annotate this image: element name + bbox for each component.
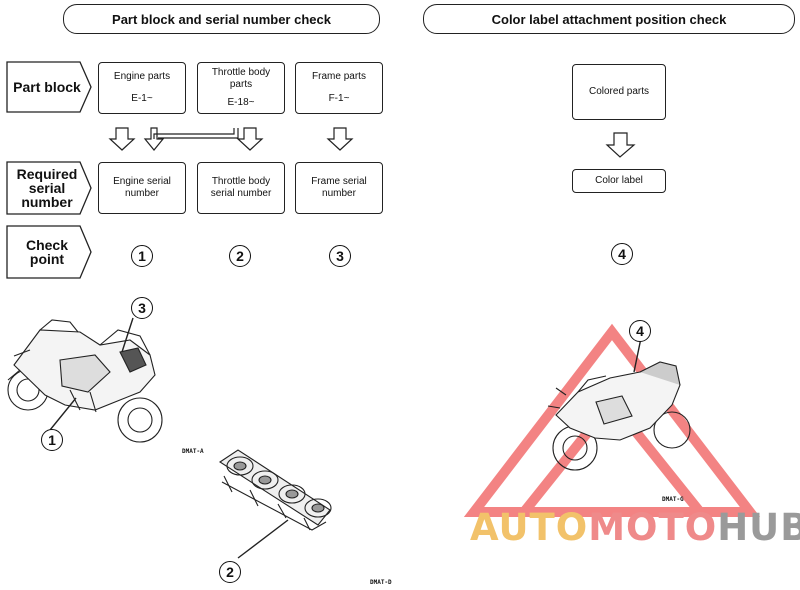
figure-code: DMAT-A	[182, 448, 204, 455]
callout-3: 3	[131, 297, 153, 319]
motorcycle-illustration-right	[547, 337, 691, 471]
bent-connector	[153, 128, 235, 139]
row-label-required-serial: Required serial number	[16, 166, 78, 210]
down-arrow-icon	[326, 127, 354, 151]
part-block-label-shape	[6, 61, 92, 113]
serial-frame: Frame serial number	[295, 162, 383, 214]
right-section-title: Color label attachment position check	[423, 4, 795, 34]
row-label-part-block: Part block	[13, 79, 81, 95]
part-block-name: Throttle body parts	[211, 67, 271, 90]
watermark-brand: AUTOMOTOHUB	[470, 508, 800, 548]
down-arrow-icon	[236, 127, 264, 151]
watermark-triangle	[463, 323, 761, 517]
part-block-code: F-1~	[328, 93, 350, 104]
part-block-code: E-18~	[227, 97, 255, 108]
part-block-throttle: Throttle body parts E-18~	[197, 62, 285, 114]
brand-moto: MOTO	[588, 506, 718, 549]
down-arrow-icon	[108, 127, 136, 151]
motorcycle-illustration-left	[7, 317, 163, 443]
part-block-engine: Engine parts E-1~	[98, 62, 186, 114]
serial-engine: Engine serial number	[98, 162, 186, 214]
part-block-name: Frame parts	[312, 71, 366, 82]
callout-4: 4	[629, 320, 651, 342]
callout-1: 1	[41, 429, 63, 451]
color-label-box: Color label	[572, 169, 666, 193]
serial-throttle: Throttle body serial number	[197, 162, 285, 214]
check-point-2: 2	[229, 245, 251, 267]
brand-auto: AUTO	[470, 506, 589, 549]
brand-hub: HUB	[717, 506, 800, 549]
serial-label-shape	[6, 161, 92, 215]
colored-parts-box: Colored parts	[572, 64, 666, 120]
callout-2: 2	[219, 561, 241, 583]
check-point-4: 4	[611, 243, 633, 265]
part-block-frame: Frame parts F-1~	[295, 62, 383, 114]
part-block-code: E-1~	[131, 93, 153, 104]
down-arrow-icon	[605, 132, 636, 158]
row-label-check-point: Check point	[25, 237, 69, 267]
left-section-title: Part block and serial number check	[63, 4, 380, 34]
throttle-body-illustration	[218, 449, 332, 559]
check-point-3: 3	[329, 245, 351, 267]
figure-code: DMAT-G	[662, 496, 684, 503]
figure-code: DMAT-D	[370, 579, 392, 586]
part-block-name: Engine parts	[113, 71, 171, 82]
checkpoint-label-shape	[6, 225, 92, 279]
check-point-1: 1	[131, 245, 153, 267]
